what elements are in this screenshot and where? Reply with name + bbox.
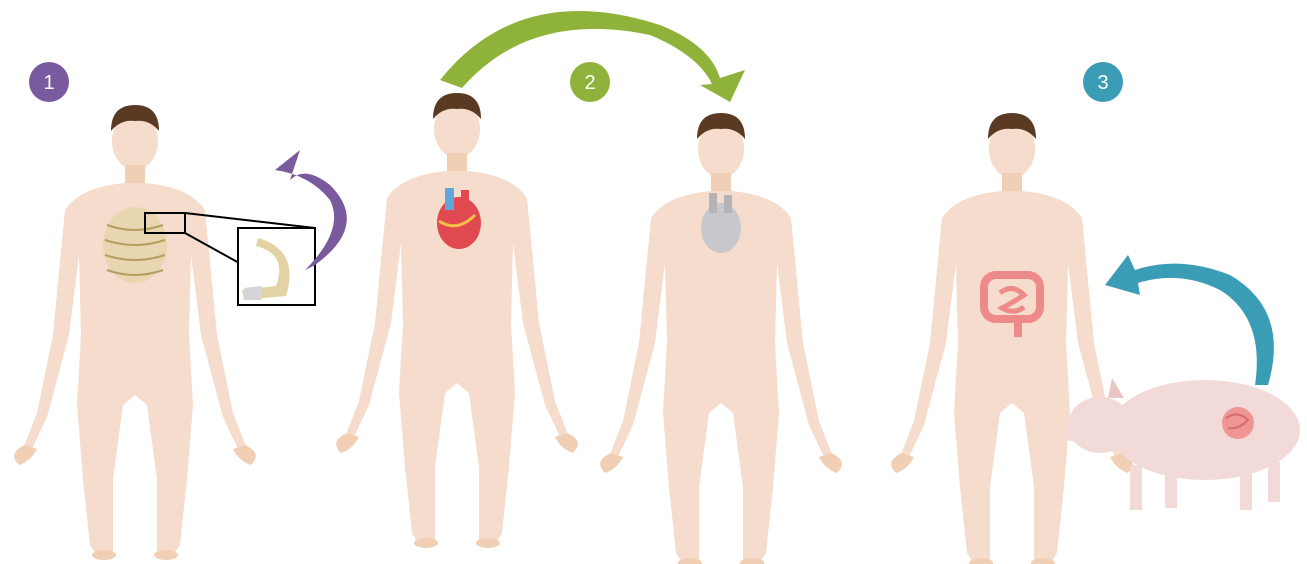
step-number-2: 2 (584, 72, 595, 94)
pig-icon (1064, 378, 1300, 510)
step-badge-3: 3 (1083, 62, 1123, 102)
figure-rib-donor (14, 105, 256, 560)
step-number-3: 3 (1097, 72, 1108, 94)
intestine-icon (1222, 407, 1254, 439)
step-badge-1: 1 (29, 62, 69, 102)
arrow-step-3 (1105, 255, 1274, 385)
figure-heart-donor (336, 93, 578, 548)
step-badge-2: 2 (570, 62, 610, 102)
step-number-1: 1 (43, 72, 54, 94)
figure-heart-recipient (600, 113, 842, 564)
rib-cartilage (244, 286, 262, 300)
figure-intestine-recipient (891, 113, 1133, 564)
rib-icon (103, 207, 167, 283)
